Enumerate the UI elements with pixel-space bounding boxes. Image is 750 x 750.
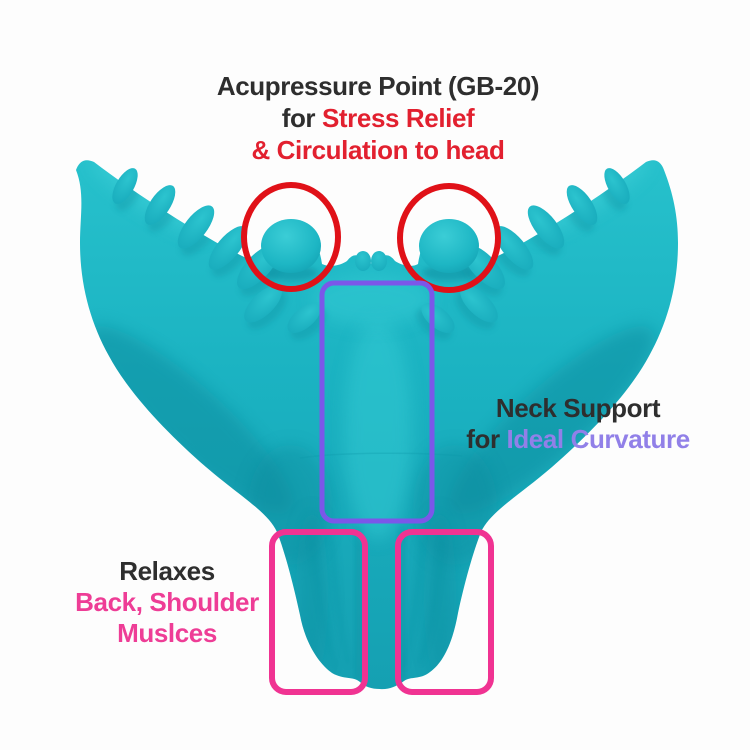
neck-support-label: Neck Support for Ideal Curvature xyxy=(418,393,738,455)
relaxes-label-line3: Muslces xyxy=(117,618,217,648)
acupressure-label-line2: for Stress Relief xyxy=(118,102,638,134)
neck-support-label-line2-highlight: Ideal Curvature xyxy=(506,424,691,454)
neck-support-box xyxy=(319,280,435,524)
acupressure-circle-left xyxy=(241,182,341,292)
massage-ridge xyxy=(371,251,387,271)
massage-ridge xyxy=(460,285,498,323)
massage-ridge xyxy=(604,168,630,204)
acupressure-label-line3: & Circulation to head xyxy=(251,135,505,165)
massage-ridge xyxy=(566,185,598,225)
shoulder-muscle-box-right xyxy=(395,529,494,695)
massage-ridge xyxy=(112,168,138,204)
relaxes-label-line1: Relaxes xyxy=(119,556,215,586)
acupressure-bump-right xyxy=(419,219,479,273)
acupressure-label-line1: Acupressure Point (GB-20) xyxy=(216,71,540,101)
acupressure-label-line2-prefix: for xyxy=(281,103,322,133)
acupressure-circle-right xyxy=(397,183,501,293)
relaxes-label-line2: Back, Shoulder xyxy=(75,587,259,617)
massage-ridge xyxy=(527,205,565,249)
massage-ridge xyxy=(244,285,282,323)
massage-ridge xyxy=(287,303,321,333)
relaxes-label: Relaxes Back, Shoulder Muslces xyxy=(37,556,297,649)
massage-ridge xyxy=(177,205,215,249)
massage-ridge xyxy=(494,226,534,270)
acupressure-label: Acupressure Point (GB-20) for Stress Rel… xyxy=(118,70,638,166)
neck-support-label-line2: for Ideal Curvature xyxy=(418,424,738,455)
massage-ridge xyxy=(208,226,248,270)
acupressure-label-line2-highlight: Stress Relief xyxy=(321,103,475,133)
massage-ridge xyxy=(144,185,176,225)
acupressure-bump-left xyxy=(261,219,321,273)
neck-support-label-line1: Neck Support xyxy=(495,393,661,423)
shoulder-muscle-box-left xyxy=(269,529,368,695)
neck-support-label-line2-prefix: for xyxy=(466,424,507,454)
massage-ridge xyxy=(355,251,371,271)
